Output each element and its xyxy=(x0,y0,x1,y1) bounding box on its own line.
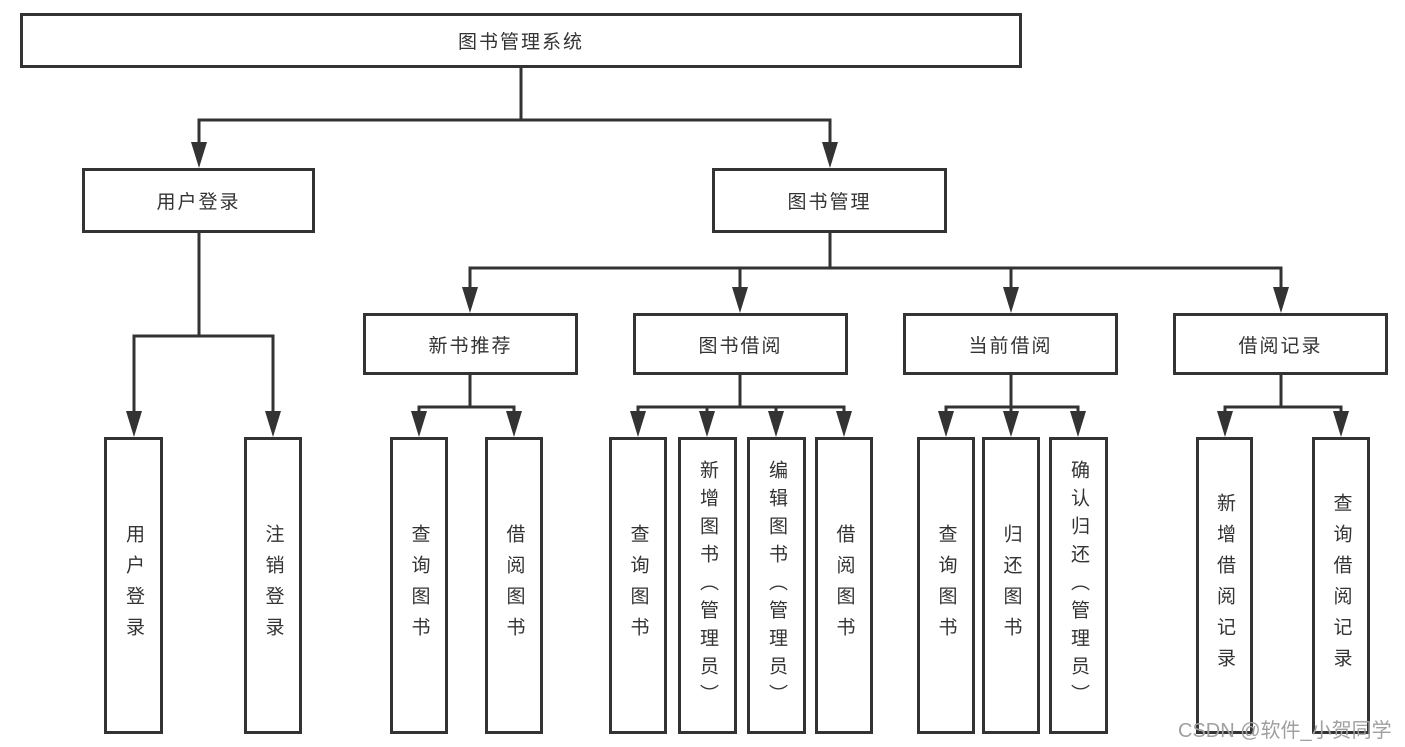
node-book-management: 图书管理 xyxy=(712,168,947,233)
node-library-system: 图书管理系统 xyxy=(20,13,1022,68)
leaf-query-books-2: 查询图书 xyxy=(609,437,667,734)
node-new-book-recommend: 新书推荐 xyxy=(363,313,578,375)
leaf-query-books-3: 查询图书 xyxy=(917,437,975,734)
leaf-borrow-books-2-label: 借阅图书 xyxy=(833,523,855,648)
leaf-query-borrow-record-label: 查询借阅记录 xyxy=(1330,492,1352,679)
leaf-query-books-1-label: 查询图书 xyxy=(408,523,430,648)
leaf-confirm-return-admin: 确认归还（管理员） xyxy=(1049,437,1108,734)
leaf-borrow-books-1-label: 借阅图书 xyxy=(503,523,525,648)
node-current-borrow: 当前借阅 xyxy=(903,313,1118,375)
leaf-edit-books-admin-label: 编辑图书（管理员） xyxy=(766,459,787,712)
csdn-watermark: CSDN @软件_小贺同学 xyxy=(1178,720,1392,742)
leaf-edit-books-admin: 编辑图书（管理员） xyxy=(747,437,806,734)
leaf-return-books-label: 归还图书 xyxy=(1000,523,1022,648)
leaf-add-books-admin-label: 新增图书（管理员） xyxy=(697,459,718,712)
leaf-query-books-3-label: 查询图书 xyxy=(935,523,957,648)
leaf-logout: 注销登录 xyxy=(244,437,302,734)
leaf-query-books-1: 查询图书 xyxy=(390,437,448,734)
leaf-query-borrow-record: 查询借阅记录 xyxy=(1312,437,1370,734)
leaf-add-borrow-record: 新增借阅记录 xyxy=(1196,437,1253,734)
leaf-add-books-admin: 新增图书（管理员） xyxy=(678,437,737,734)
leaf-borrow-books-1: 借阅图书 xyxy=(485,437,543,734)
leaf-logout-label: 注销登录 xyxy=(262,523,284,648)
node-book-borrow: 图书借阅 xyxy=(633,313,848,375)
leaf-return-books: 归还图书 xyxy=(982,437,1040,734)
leaf-query-books-2-label: 查询图书 xyxy=(627,523,649,648)
node-user-login: 用户登录 xyxy=(82,168,315,233)
leaf-add-borrow-record-label: 新增借阅记录 xyxy=(1214,492,1235,679)
leaf-confirm-return-admin-label: 确认归还（管理员） xyxy=(1068,459,1089,712)
leaf-user-login: 用户登录 xyxy=(104,437,163,734)
leaf-user-login-label: 用户登录 xyxy=(123,523,144,648)
leaf-borrow-books-2: 借阅图书 xyxy=(815,437,873,734)
node-borrow-records: 借阅记录 xyxy=(1173,313,1388,375)
